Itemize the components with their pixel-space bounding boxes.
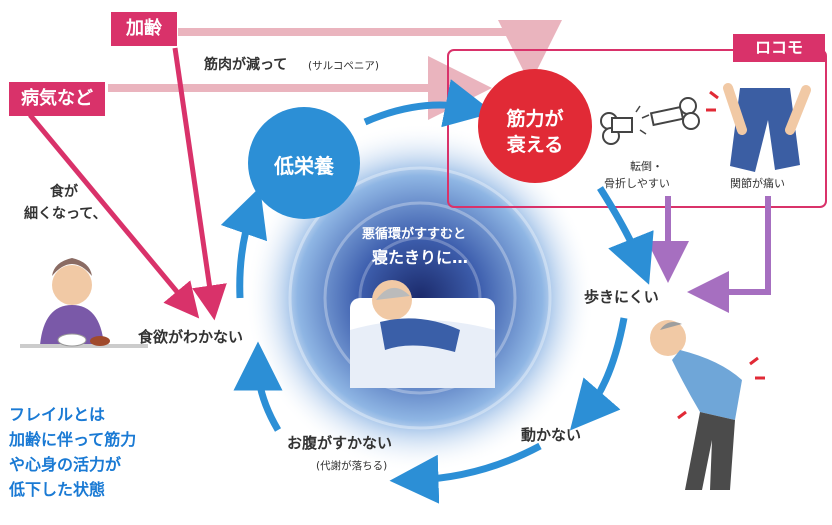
locomo-tag: ロコモ	[733, 34, 825, 62]
appetite-note-line2: 細くなって、	[24, 206, 107, 222]
vicious-cycle-label-line1: 悪循環がすすむと	[362, 227, 467, 242]
muscle-weak-label-line2: 衰える	[506, 134, 564, 156]
cycle-arrow-walk-to-move	[569, 317, 628, 431]
sarcopenia-label: (サルコペニア)	[308, 60, 379, 72]
no-appetite-label: 食欲がわかない	[138, 328, 244, 346]
cycle-arrow-appetite-to-undernutrition	[220, 186, 268, 299]
frailty-line1: フレイルとは	[9, 405, 106, 424]
cycle-arrow-undernutrition-to-muscle	[363, 79, 495, 128]
muscle-weak-circle	[478, 69, 592, 183]
frailty-line2: 加齢に伴って筋力	[9, 430, 137, 449]
cycle-arrow-hungry-to-appetite	[233, 341, 283, 432]
undernutrition-label: 低栄養	[274, 154, 334, 178]
frailty-line4: 低下した状態	[9, 480, 106, 499]
not-hungry-label: お腹がすかない	[287, 434, 393, 452]
cycle-arrow-muscle-to-walk	[597, 186, 654, 285]
aging-to-appetite-arrow	[172, 47, 227, 321]
illness-to-appetite-arrow	[28, 113, 200, 319]
broken-bone-icon	[600, 97, 700, 145]
fall-label-line1: 転倒・	[630, 160, 663, 173]
vicious-cycle-label-line2: 寝たきりに…	[372, 248, 469, 267]
frailty-line3: や心身の活力が	[9, 455, 122, 474]
muscle-weak-label-line1: 筋力が	[506, 108, 564, 130]
bedridden-man-figure	[350, 280, 495, 388]
joint-pain-label: 関節が痛い	[730, 177, 785, 190]
muscle-decrease-label: 筋肉が減って	[204, 57, 288, 73]
undernutrition-circle	[248, 107, 360, 219]
woman-eating-figure	[20, 258, 148, 348]
aging-tag: 加齢	[111, 12, 177, 46]
fall-label-line2: 骨折しやすい	[604, 177, 670, 190]
knee-pain-figure	[706, 83, 811, 172]
illness-tag: 病気など	[9, 82, 105, 116]
aging-to-muscle-arrow	[178, 20, 562, 84]
cycle-arrow-move-to-hungry	[389, 442, 542, 504]
appetite-note-line1: 食が	[50, 184, 78, 200]
hard-to-walk-label: 歩きにくい	[584, 288, 659, 306]
bent-man-figure	[650, 320, 765, 490]
not-moving-label: 動かない	[521, 426, 582, 444]
fracture-lines-icon	[635, 105, 650, 135]
metabolism-label: (代謝が落ちる)	[316, 460, 388, 472]
joint-to-walk-arrow	[687, 196, 771, 313]
locomo-box	[447, 49, 827, 208]
